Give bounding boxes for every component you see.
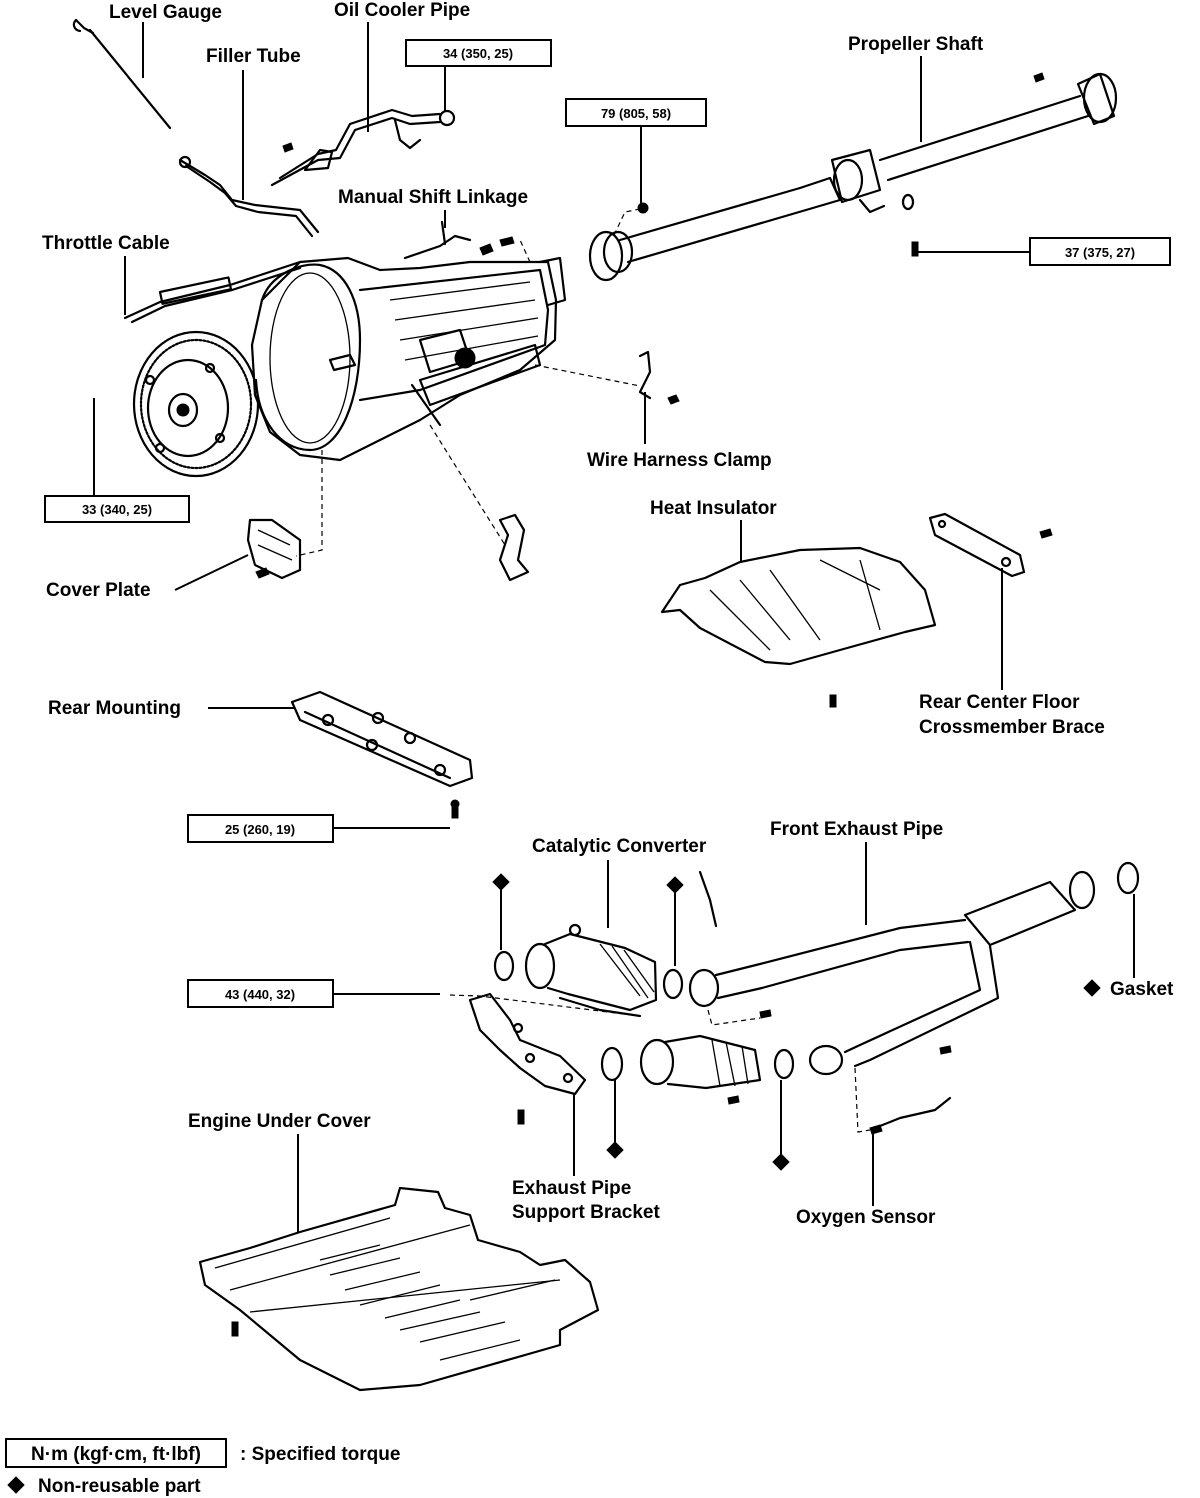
diamond-icon [7, 1476, 25, 1494]
legend-torque-desc: : Specified torque [240, 1444, 400, 1465]
label-rear-center-floor: Rear Center Floor [919, 692, 1080, 713]
propeller-shaft-part [588, 72, 1118, 282]
catalytic-converter-part [493, 923, 684, 1018]
label-oxygen-sensor: Oxygen Sensor [796, 1207, 936, 1228]
torque-box-25: 25 (260, 19) [187, 814, 334, 843]
label-oil-cooler-pipe: Oil Cooler Pipe [334, 0, 470, 21]
label-gasket: Gasket [1110, 979, 1174, 1000]
torque-value: 33 (340, 25) [82, 502, 152, 517]
filler-tube-part [178, 155, 320, 238]
label-cover-plate: Cover Plate [46, 580, 151, 601]
label-filler-tube: Filler Tube [206, 46, 301, 67]
label-exhaust-pipe: Exhaust Pipe [512, 1178, 631, 1199]
torque-value: 37 (375, 27) [1065, 245, 1135, 260]
torque-value: 25 (260, 19) [225, 822, 295, 837]
label-rear-mounting: Rear Mounting [48, 698, 181, 719]
connector-lines [295, 207, 871, 1133]
support-bracket-part [468, 992, 587, 1125]
label-throttle-cable: Throttle Cable [42, 233, 170, 254]
throttle-cable-part [123, 260, 302, 324]
legend: N·m (kgf·cm, ft·lbf) : Specified torque … [5, 1438, 400, 1497]
legend-torque-unit: N·m (kgf·cm, ft·lbf) [31, 1444, 201, 1465]
rear-mounting-part [290, 690, 474, 819]
label-support-bracket: Support Bracket [512, 1202, 660, 1223]
front-exhaust-pipe-part [688, 861, 1140, 1076]
torque-box-37: 37 (375, 27) [1029, 237, 1171, 266]
torque-converter-part [132, 330, 260, 478]
cover-plate-part [246, 518, 302, 580]
label-wire-harness-clamp: Wire Harness Clamp [587, 450, 772, 471]
torque-box-34: 34 (350, 25) [405, 39, 552, 67]
exhaust-segment-part [600, 1034, 795, 1105]
torque-value: 79 (805, 58) [601, 106, 671, 121]
label-level-gauge: Level Gauge [109, 2, 222, 23]
diamond-icon [492, 873, 1101, 1171]
oil-cooler-pipe-part [270, 108, 456, 187]
label-catalytic-converter: Catalytic Converter [532, 836, 707, 857]
wire-harness-clamp-part [638, 350, 680, 405]
torque-box-43: 43 (440, 32) [187, 979, 334, 1008]
transmission-part [250, 256, 567, 462]
engine-under-cover-part [198, 1186, 600, 1392]
label-manual-shift-linkage: Manual Shift Linkage [338, 187, 528, 208]
torque-box-33: 33 (340, 25) [44, 495, 190, 523]
label-propeller-shaft: Propeller Shaft [848, 34, 984, 55]
manual-shift-linkage-part [403, 220, 515, 260]
torque-box-79: 79 (805, 58) [565, 98, 707, 127]
level-gauge-part [72, 18, 172, 130]
heat-insulator-part [660, 546, 937, 708]
bracket-part [498, 513, 530, 582]
oxygen-sensor-part [698, 870, 952, 1135]
label-crossmember-brace: Crossmember Brace [919, 717, 1105, 738]
torque-value: 43 (440, 32) [225, 987, 295, 1002]
crossmember-brace-part [928, 512, 1053, 578]
label-front-exhaust-pipe: Front Exhaust Pipe [770, 819, 943, 840]
label-heat-insulator: Heat Insulator [650, 498, 777, 519]
torque-value: 34 (350, 25) [443, 46, 513, 61]
leader-lines [93, 22, 1135, 1232]
label-engine-under-cover: Engine Under Cover [188, 1111, 371, 1132]
legend-nonreusable: Non-reusable part [38, 1476, 201, 1497]
